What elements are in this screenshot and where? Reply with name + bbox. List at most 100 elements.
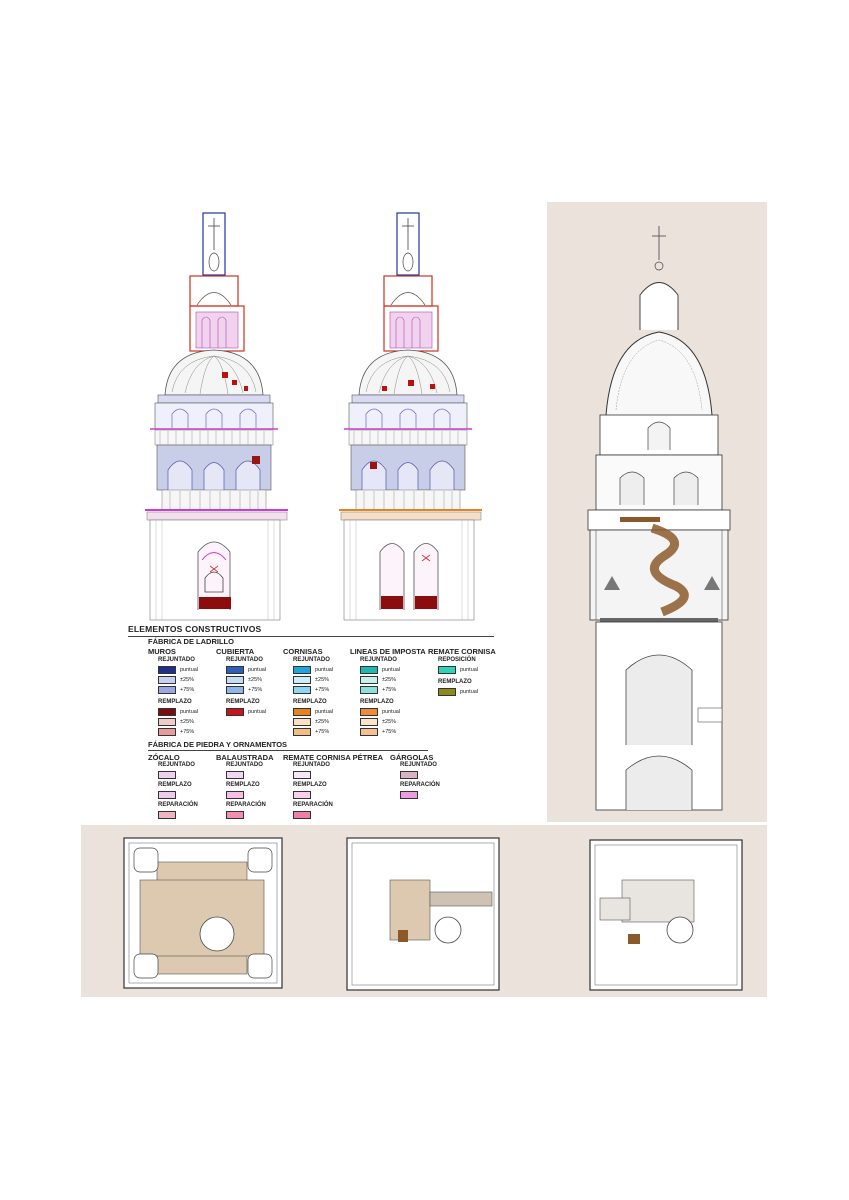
brick-item-text: puntual xyxy=(460,689,479,695)
brick-item-text: puntual xyxy=(315,709,334,715)
stone-column-name: BALAUSTRADA xyxy=(216,753,274,762)
legend-swatch xyxy=(293,718,311,726)
finial-box-blue xyxy=(202,212,226,276)
stone-item-label: REJUNTADO xyxy=(293,762,330,768)
legend-swatch xyxy=(158,686,176,694)
brick-item-text: puntual xyxy=(382,709,401,715)
brick-item-text: puntual xyxy=(382,667,401,673)
stone-column-name: REMATE CORNISA PÉTREA xyxy=(283,753,384,762)
stone-column-name: ZÓCALO xyxy=(148,753,180,762)
brick-item-text: puntual xyxy=(180,667,199,673)
plan-3 xyxy=(589,839,743,991)
legend-swatch xyxy=(158,771,176,779)
plan-2 xyxy=(346,837,500,991)
stone-column-name: GÁRGOLAS xyxy=(390,753,434,762)
brick-item-text: ±25% xyxy=(315,719,330,725)
brick-group-label: REJUNTADO xyxy=(158,657,195,663)
plan-1 xyxy=(123,837,283,989)
spiral-stair xyxy=(649,523,689,617)
legend-swatch xyxy=(293,771,311,779)
brick-group-label: REMPLAZO xyxy=(438,679,472,685)
brick-group-label: REMPLAZO xyxy=(293,699,327,705)
stone-item-label: REPARACIÓN xyxy=(226,802,266,808)
elevation-left-drawing xyxy=(145,212,288,621)
brick-group-label: REJUNTADO xyxy=(293,657,330,663)
legend-swatch xyxy=(226,811,244,819)
legend-swatch xyxy=(293,728,311,736)
stone-heading-rule xyxy=(148,750,428,751)
stone-item-label: REMPLAZO xyxy=(226,782,260,788)
brick-item-text: +75% xyxy=(248,687,263,693)
legend-swatch xyxy=(438,688,456,696)
brick-group-label: REMPLAZO xyxy=(158,699,192,705)
legend-swatch xyxy=(438,666,456,674)
legend-swatch xyxy=(293,791,311,799)
legend-swatch xyxy=(360,718,378,726)
stone-item-label: REPARACIÓN xyxy=(400,782,440,788)
brick-group-label: REMPLAZO xyxy=(360,699,394,705)
stone-heading: FÁBRICA DE PIEDRA Y ORNAMENTOS xyxy=(148,740,288,749)
legend-swatch xyxy=(226,708,244,716)
section-drawing xyxy=(587,226,731,811)
brick-item-text: ±25% xyxy=(248,677,263,683)
brick-group-label: REJUNTADO xyxy=(360,657,397,663)
brick-item-text: puntual xyxy=(248,667,267,673)
stone-item-label: REPARACIÓN xyxy=(293,802,333,808)
legend-swatch xyxy=(158,811,176,819)
legend-swatch xyxy=(293,811,311,819)
brick-item-text: +75% xyxy=(382,729,397,735)
brick-column-name: LINEAS DE IMPOSTA xyxy=(350,647,426,656)
legend-title: ELEMENTOS CONSTRUCTIVOS xyxy=(128,624,262,634)
stone-item-label: REMPLAZO xyxy=(158,782,192,788)
brick-column-name: CUBIERTA xyxy=(216,647,255,656)
elevation-center-drawing xyxy=(339,212,482,621)
brick-column-name: MUROS xyxy=(148,647,176,656)
stone-item-label: REJUNTADO xyxy=(158,762,195,768)
legend-swatch xyxy=(293,686,311,694)
legend-swatch xyxy=(360,686,378,694)
legend-swatch xyxy=(158,676,176,684)
brick-group-label: REJUNTADO xyxy=(226,657,263,663)
brick-item-text: puntual xyxy=(180,709,199,715)
legend-swatch xyxy=(226,686,244,694)
legend-swatch xyxy=(293,708,311,716)
brick-item-text: puntual xyxy=(460,667,479,673)
brick-item-text: puntual xyxy=(248,709,267,715)
legend-swatch xyxy=(158,708,176,716)
legend-swatch xyxy=(226,666,244,674)
legend-swatch xyxy=(360,728,378,736)
legend-swatch xyxy=(360,708,378,716)
brick-item-text: +75% xyxy=(382,687,397,693)
legend-swatch xyxy=(158,728,176,736)
brick-column-name: CORNISAS xyxy=(283,647,323,656)
brick-item-text: puntual xyxy=(315,667,334,673)
legend-swatch xyxy=(226,771,244,779)
brick-item-text: ±25% xyxy=(382,719,397,725)
legend-swatch xyxy=(400,791,418,799)
brick-item-text: ±25% xyxy=(180,719,195,725)
legend-swatch xyxy=(360,666,378,674)
brick-item-text: +75% xyxy=(315,687,330,693)
brick-item-text: +75% xyxy=(315,729,330,735)
legend: ELEMENTOS CONSTRUCTIVOS FÁBRICA DE LADRI… xyxy=(128,620,498,820)
legend-swatch xyxy=(158,666,176,674)
brick-group-label: REPOSICIÓN xyxy=(438,657,476,663)
brick-group-label: REMPLAZO xyxy=(226,699,260,705)
legend-swatch xyxy=(226,676,244,684)
legend-title-rule xyxy=(128,636,494,637)
brick-heading: FÁBRICA DE LADRILLO xyxy=(148,637,234,646)
legend-swatch xyxy=(226,791,244,799)
legend-swatch xyxy=(360,676,378,684)
brick-item-text: ±25% xyxy=(315,677,330,683)
legend-swatch xyxy=(293,666,311,674)
finial-box-blue xyxy=(396,212,420,276)
brick-item-text: ±25% xyxy=(382,677,397,683)
legend-swatch xyxy=(158,718,176,726)
legend-swatch xyxy=(293,676,311,684)
brick-column-name: REMATE CORNISA xyxy=(428,647,496,656)
stone-item-label: REPARACIÓN xyxy=(158,802,198,808)
